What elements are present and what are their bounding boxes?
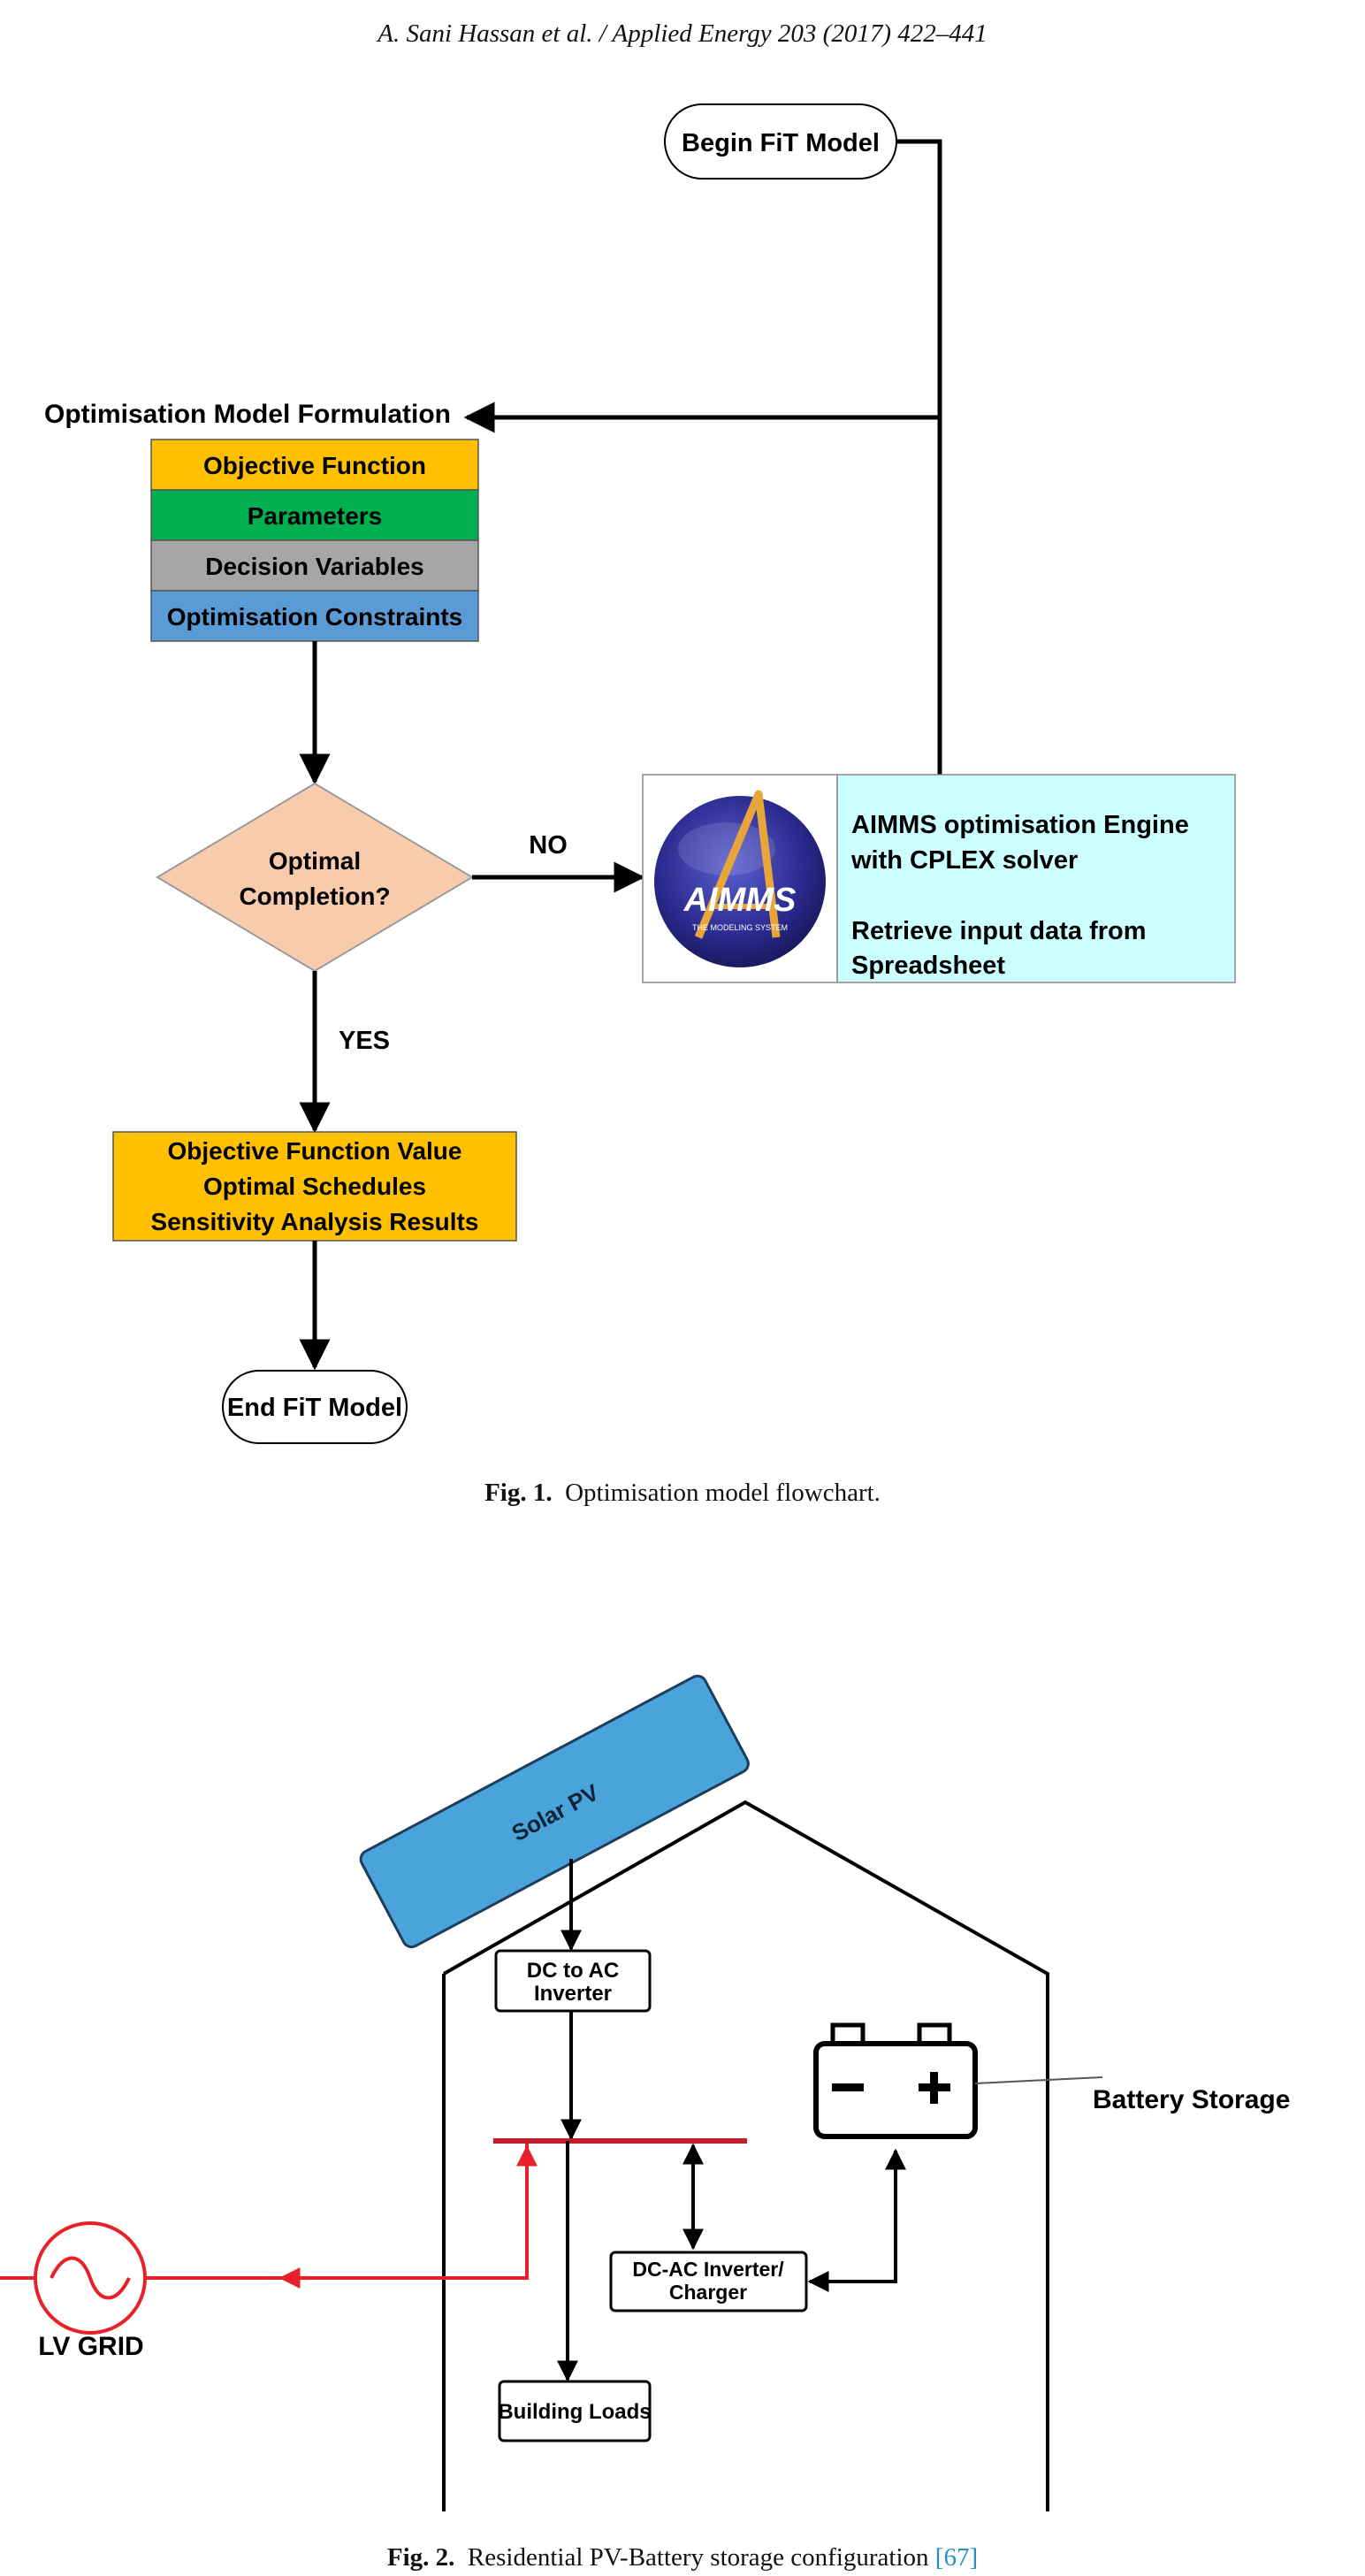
- inverter-label-2: Inverter: [534, 1982, 612, 2006]
- lv-grid-label: LV GRID: [38, 2332, 143, 2361]
- engine-line-2: with CPLEX solver: [850, 846, 1078, 875]
- engine-line-1: AIMMS optimisation Engine: [851, 811, 1189, 839]
- result-line-2: Optimal Schedules: [203, 1173, 426, 1200]
- block-label-decision: Decision Variables: [205, 553, 423, 580]
- arrow-charger-battery: [807, 2148, 906, 2292]
- svg-text:THE MODELING SYSTEM: THE MODELING SYSTEM: [692, 923, 788, 932]
- figure-1-caption-label: Fig. 1.: [484, 1479, 553, 1507]
- charger-label-1: DC-AC Inverter/: [632, 2258, 784, 2281]
- formulation-stack: Objective Function Parameters Decision V…: [150, 439, 479, 642]
- grid-feed-line: [146, 2144, 529, 2280]
- block-label-parameters: Parameters: [248, 502, 383, 530]
- svg-text:AIMMS: AIMMS: [683, 882, 797, 919]
- result-line-3: Sensitivity Analysis Results: [151, 1208, 479, 1235]
- result-line-1: Objective Function Value: [168, 1137, 462, 1165]
- inverter-label-1: DC to AC: [527, 1959, 619, 1983]
- figure-2-caption-text: Residential PV-Battery storage configura…: [467, 2543, 929, 2572]
- decision-diamond: [156, 782, 474, 973]
- end-label: End FiT Model: [227, 1394, 402, 1422]
- end-terminator: [222, 1370, 408, 1444]
- figure-2-caption: Fig. 2. Residential PV-Battery storage c…: [0, 2543, 1365, 2572]
- battery-icon: [813, 2022, 978, 2139]
- aimms-logo: AIMMS THE MODELING SYSTEM: [654, 790, 826, 967]
- decision-label-2: Completion?: [239, 883, 390, 910]
- building-loads-label: Building Loads: [498, 2400, 651, 2424]
- solar-pv-panel: Solar PV: [359, 1674, 750, 1949]
- begin-label: Begin FiT Model: [682, 129, 880, 157]
- building-loads-box: [498, 2380, 652, 2442]
- decision-label-1: Optimal: [269, 847, 361, 875]
- figure-1-flowchart: Begin FiT Model Optimisation Model Formu…: [44, 103, 1236, 1444]
- yes-label: YES: [339, 1027, 390, 1055]
- formulation-title: Optimisation Model Formulation: [44, 400, 451, 429]
- figure-2-caption-ref-link[interactable]: [67]: [934, 2543, 979, 2572]
- block-label-objective: Objective Function: [203, 452, 426, 479]
- block-objective-function: [150, 439, 479, 491]
- running-header: A. Sani Hassan et al. / Applied Energy 2…: [377, 19, 988, 48]
- block-decision-variables: [150, 539, 479, 592]
- result-box: [112, 1131, 517, 1242]
- dc-ac-charger-box: [609, 2251, 808, 2312]
- battery-leader-line: [974, 2076, 1103, 2084]
- charger-label-2: Charger: [669, 2281, 747, 2304]
- block-optimisation-constraints: [150, 590, 479, 642]
- battery-storage-label: Battery Storage: [1093, 2085, 1290, 2114]
- figure-2-diagram: Solar PV DC to AC Inverter Building Load…: [0, 1674, 1290, 2511]
- figure-1-caption-text: Optimisation model flowchart.: [565, 1479, 881, 1507]
- engine-line-4: Spreadsheet: [851, 952, 1005, 980]
- begin-connector: [896, 139, 942, 778]
- house-outline: [442, 1800, 1049, 2511]
- engine-text-panel: [836, 774, 1236, 983]
- no-label: NO: [529, 831, 568, 860]
- engine-line-3: Retrieve input data from: [851, 917, 1147, 945]
- lv-grid-icon: [34, 2221, 147, 2335]
- block-label-constraints: Optimisation Constraints: [167, 603, 462, 631]
- figure-2-caption-label: Fig. 2.: [386, 2543, 455, 2572]
- figure-1-caption: Fig. 1. Optimisation model flowchart.: [0, 1479, 1365, 1508]
